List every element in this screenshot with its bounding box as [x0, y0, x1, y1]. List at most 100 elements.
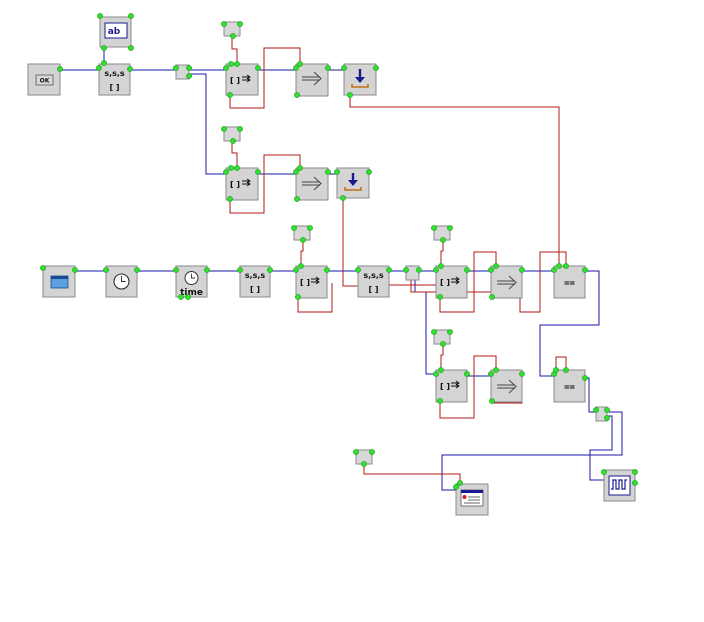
connector-pin[interactable] — [230, 138, 236, 144]
connector-pin[interactable] — [464, 371, 470, 377]
event-wire[interactable] — [189, 73, 226, 175]
connector-pin[interactable] — [294, 196, 300, 202]
connector-pin[interactable] — [173, 65, 179, 71]
connector-pin[interactable] — [433, 371, 439, 377]
connector-pin[interactable] — [366, 169, 372, 175]
connector-pin[interactable] — [353, 449, 359, 455]
connector-pin[interactable] — [255, 169, 261, 175]
arrow-node[interactable] — [490, 265, 523, 299]
connector-pin[interactable] — [556, 263, 562, 269]
arrow-node[interactable] — [490, 369, 523, 403]
connector-pin[interactable] — [582, 375, 588, 381]
connector-pin[interactable] — [185, 294, 191, 300]
split-string-node[interactable] — [357, 265, 390, 298]
connector-pin[interactable] — [493, 367, 499, 373]
connector-pin[interactable] — [230, 33, 236, 39]
connector-pin[interactable] — [178, 294, 184, 300]
connector-pin[interactable] — [593, 407, 599, 413]
event-split-node[interactable] — [595, 406, 608, 422]
connector-pin[interactable] — [221, 126, 227, 132]
connector-pin[interactable] — [227, 92, 233, 98]
connector-pin[interactable] — [347, 92, 353, 98]
data-wire[interactable] — [229, 154, 301, 214]
connector-pin[interactable] — [297, 165, 303, 171]
arrow-node[interactable] — [295, 167, 329, 201]
connector-pin[interactable] — [234, 61, 240, 67]
data-wire[interactable] — [439, 355, 497, 419]
connector-pin[interactable] — [563, 263, 569, 269]
connector-pin[interactable] — [361, 461, 367, 467]
connector-pin[interactable] — [453, 484, 459, 490]
event-split-node[interactable] — [405, 265, 420, 281]
connector-pin[interactable] — [221, 21, 227, 27]
event-wire[interactable] — [441, 411, 623, 491]
connector-pin[interactable] — [324, 267, 330, 273]
connector-pin[interactable] — [223, 65, 229, 71]
connector-pin[interactable] — [373, 65, 379, 71]
event-wire[interactable] — [589, 415, 613, 481]
data-wire[interactable] — [229, 47, 301, 109]
connector-pin[interactable] — [307, 225, 313, 231]
connector-pin[interactable] — [369, 449, 375, 455]
connector-pin[interactable] — [294, 92, 300, 98]
connector-pin[interactable] — [293, 65, 299, 71]
connector-pin[interactable] — [519, 267, 525, 273]
data-wire[interactable] — [231, 32, 238, 64]
connector-pin[interactable] — [228, 61, 234, 67]
connector-pin[interactable] — [341, 65, 347, 71]
connector-pin[interactable] — [632, 469, 638, 475]
connector-pin[interactable] — [295, 294, 301, 300]
connector-pin[interactable] — [101, 45, 107, 51]
connector-pin[interactable] — [186, 65, 192, 71]
equals-node[interactable] — [553, 369, 586, 403]
connector-pin[interactable] — [519, 371, 525, 377]
connector-pin[interactable] — [101, 60, 107, 66]
event-wire[interactable] — [414, 276, 436, 375]
connector-pin[interactable] — [298, 263, 304, 269]
connector-pin[interactable] — [223, 169, 229, 175]
connector-pin[interactable] — [440, 341, 446, 347]
connector-pin[interactable] — [127, 66, 133, 72]
data-wire[interactable] — [342, 198, 358, 287]
connector-pin[interactable] — [237, 21, 243, 27]
connector-pin[interactable] — [72, 267, 78, 273]
connector-pin[interactable] — [325, 169, 331, 175]
connector-pin[interactable] — [237, 126, 243, 132]
connector-pin[interactable] — [334, 169, 340, 175]
connector-pin[interactable] — [300, 237, 306, 243]
connector-pin[interactable] — [134, 267, 140, 273]
connector-pin[interactable] — [355, 267, 361, 273]
split-string-node[interactable] — [239, 265, 271, 298]
connector-pin[interactable] — [604, 407, 610, 413]
data-wire[interactable] — [349, 94, 560, 268]
connector-pin[interactable] — [228, 165, 234, 171]
data-wire[interactable] — [555, 356, 567, 370]
connector-pin[interactable] — [582, 267, 588, 273]
connector-pin[interactable] — [632, 480, 638, 486]
connector-pin[interactable] — [457, 480, 463, 486]
connector-pin[interactable] — [227, 196, 233, 202]
connector-pin[interactable] — [493, 263, 499, 269]
connector-pin[interactable] — [438, 263, 444, 269]
data-wire[interactable] — [300, 236, 304, 265]
connector-pin[interactable] — [416, 267, 422, 273]
data-wire[interactable] — [439, 251, 497, 313]
data-wire[interactable] — [410, 251, 567, 313]
connector-pin[interactable] — [601, 469, 607, 475]
connector-pin[interactable] — [255, 65, 261, 71]
connector-pin[interactable] — [293, 267, 299, 273]
connector-pin[interactable] — [553, 367, 559, 373]
connector-pin[interactable] — [340, 195, 346, 201]
event-wire[interactable] — [539, 270, 600, 377]
connector-pin[interactable] — [604, 415, 610, 421]
connector-pin[interactable] — [431, 329, 437, 335]
data-wire[interactable] — [231, 138, 238, 168]
connector-pin[interactable] — [186, 73, 192, 79]
connector-pin[interactable] — [431, 225, 437, 231]
data-wire[interactable] — [440, 340, 444, 370]
connector-pin[interactable] — [488, 371, 494, 377]
connector-pin[interactable] — [128, 13, 134, 19]
connector-pin[interactable] — [267, 267, 273, 273]
connector-pin[interactable] — [40, 265, 46, 271]
connector-pin[interactable] — [291, 225, 297, 231]
